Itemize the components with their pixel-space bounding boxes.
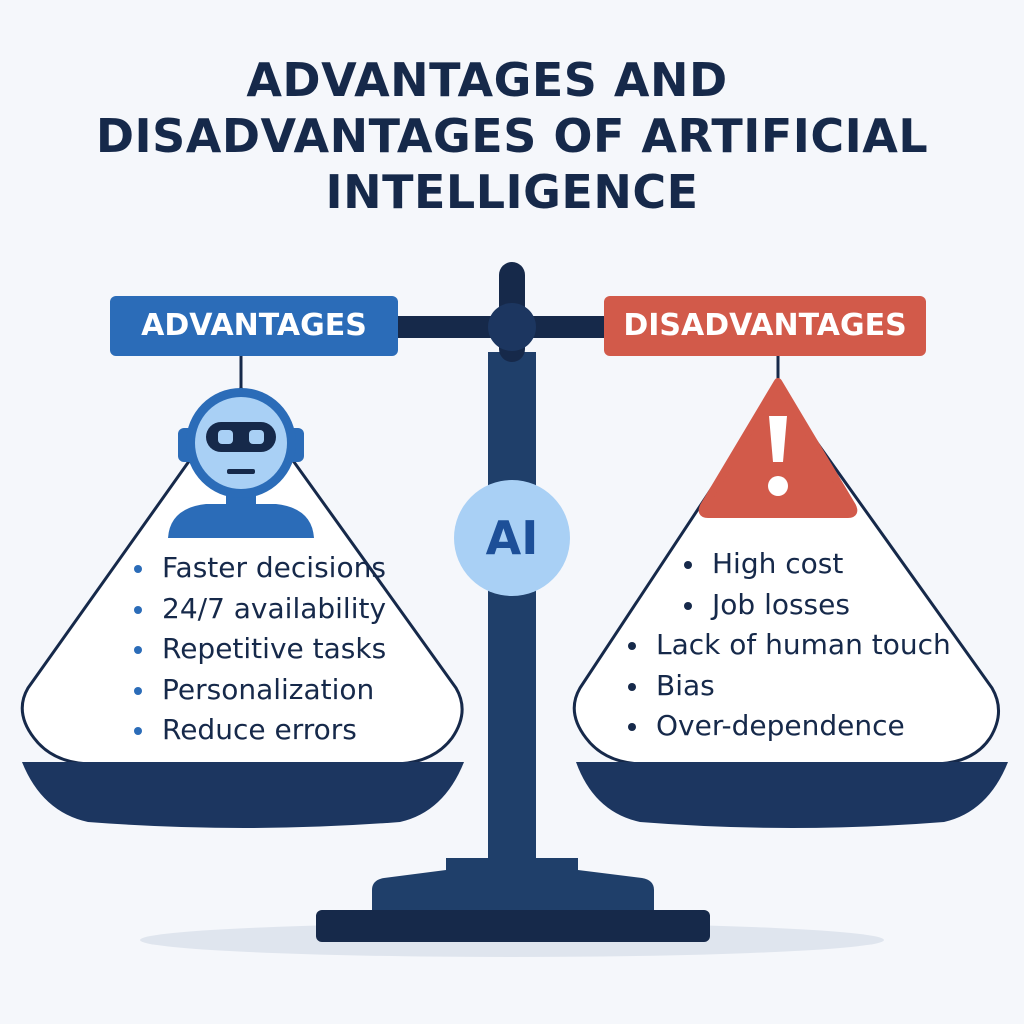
- list-item: Lack of human touch: [628, 625, 951, 666]
- disadvantages-label: DISADVANTAGES: [604, 296, 926, 356]
- title-line-1: ADVANTAGES AND: [246, 53, 728, 107]
- right-pan-bowl: [576, 762, 1008, 828]
- page-title: ADVANTAGES AND DISADVANTAGES OF ARTIFICI…: [60, 52, 964, 220]
- disadvantages-list: High cost Job losses Lack of human touch…: [628, 544, 951, 747]
- advantages-label: ADVANTAGES: [110, 296, 398, 356]
- left-pan-bowl: [22, 762, 464, 828]
- ai-label: AI: [485, 511, 539, 565]
- advantages-list: Faster decisions 24/7 availability Repet…: [134, 548, 386, 751]
- list-item: Repetitive tasks: [134, 629, 386, 670]
- title-line-3: INTELLIGENCE: [325, 165, 699, 219]
- scale-pivot: [488, 303, 536, 351]
- list-item: Over-dependence: [628, 706, 951, 747]
- ai-badge: [454, 480, 570, 596]
- list-item: 24/7 availability: [134, 589, 386, 630]
- list-item: Job losses: [684, 585, 951, 626]
- robot-icon: [168, 388, 314, 538]
- list-item: Faster decisions: [134, 548, 386, 589]
- title-line-2: DISADVANTAGES OF ARTIFICIAL: [95, 109, 929, 163]
- list-item: Personalization: [134, 670, 386, 711]
- list-item: High cost: [684, 544, 951, 585]
- scale-pillar: [488, 352, 536, 862]
- scale-base-top: [372, 858, 654, 910]
- list-item: Bias: [628, 666, 951, 707]
- warning-icon: [698, 378, 858, 518]
- list-item: Reduce errors: [134, 710, 386, 751]
- scale-base-bottom: [316, 910, 710, 942]
